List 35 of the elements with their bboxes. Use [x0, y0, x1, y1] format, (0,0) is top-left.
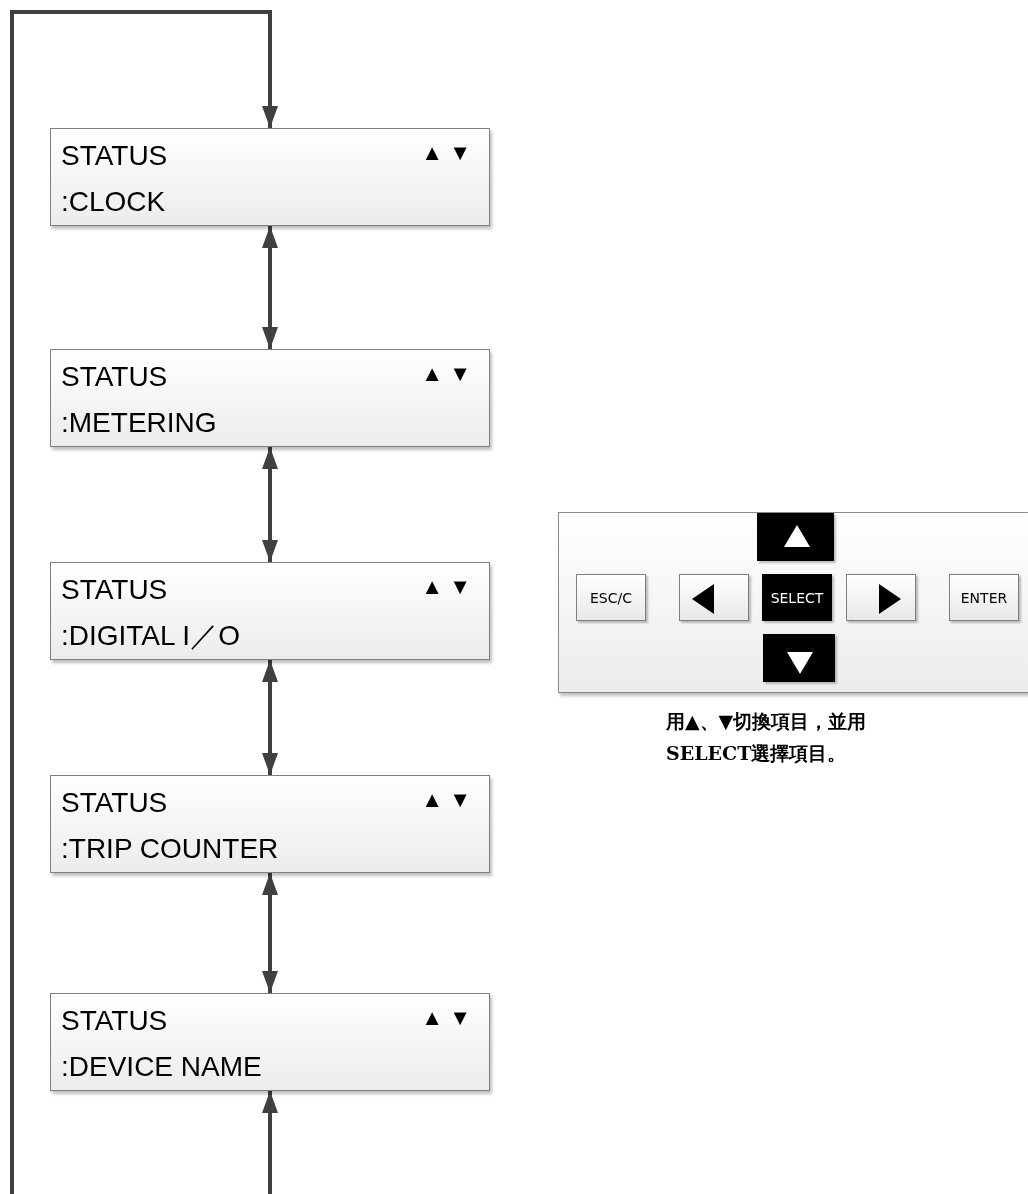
menu-title: STATUS — [61, 576, 168, 604]
display-screen — [50, 562, 490, 660]
menu-item-text: :DEVICE NAME — [61, 1053, 262, 1081]
arrow — [262, 873, 278, 993]
key-button: ESC/C — [576, 574, 646, 621]
menu-title: STATUS — [61, 789, 168, 817]
menu-item-text: :TRIP COUNTER — [61, 835, 279, 863]
arrow-key — [757, 513, 834, 561]
arrow — [262, 660, 278, 775]
arrow — [262, 226, 278, 349]
menu-title: STATUS — [61, 363, 168, 391]
menu-item-text: :DIGITAL I／O — [61, 622, 240, 650]
arrow — [262, 1091, 278, 1194]
arrow-key — [846, 574, 916, 621]
display-screen — [50, 775, 490, 873]
keypad-panel — [558, 512, 1028, 693]
key-button: SELECT — [762, 574, 832, 621]
menu-item-text: :METERING — [61, 409, 217, 437]
arrow-key — [763, 634, 835, 682]
key-button: ENTER — [949, 574, 1019, 621]
display-screen — [50, 993, 490, 1091]
menu-title: STATUS — [61, 142, 168, 170]
arrow-symbols: ▲ ▼ — [421, 1007, 471, 1029]
arrow-symbols: ▲ ▼ — [421, 363, 471, 385]
menu-item-text: :CLOCK — [61, 188, 166, 216]
display-screen — [50, 349, 490, 447]
instruction-text: 用▲、▼切換項目，並用SELECT選擇項目。 — [666, 709, 868, 766]
arrow-key — [679, 574, 749, 621]
arrow-symbols: ▲ ▼ — [421, 142, 471, 164]
menu-title: STATUS — [61, 1007, 168, 1035]
arrow — [262, 447, 278, 562]
arrow-symbols: ▲ ▼ — [421, 789, 471, 811]
arrow-symbols: ▲ ▼ — [421, 576, 471, 598]
arrow — [10, 10, 278, 1194]
display-screen — [50, 128, 490, 226]
